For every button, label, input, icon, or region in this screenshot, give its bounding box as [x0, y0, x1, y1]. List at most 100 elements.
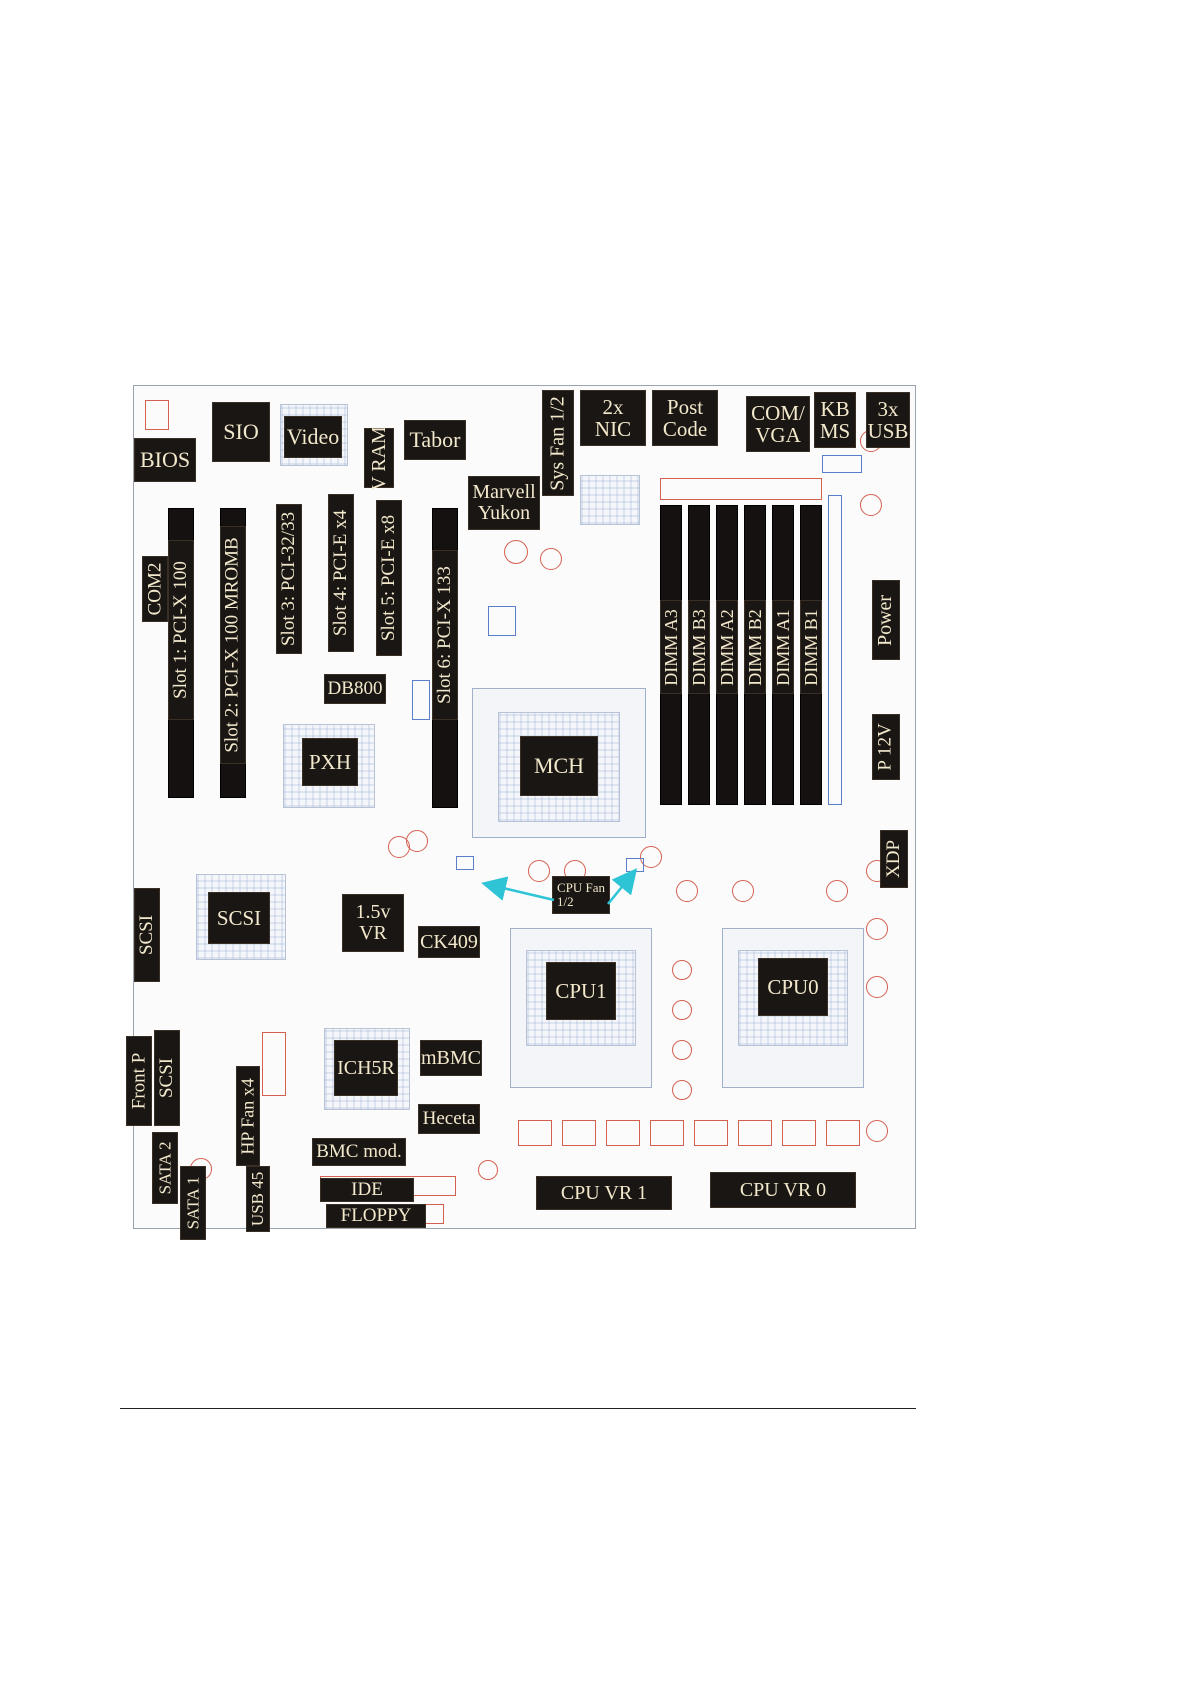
ck409-label: CK409 [418, 926, 480, 958]
jumper-block [488, 606, 516, 636]
marvell-footprint [580, 475, 640, 525]
capacitor [672, 1000, 692, 1020]
xdp-label: XDP [880, 830, 908, 888]
capacitor [540, 548, 562, 570]
cpu-fan-1-arrow [481, 876, 555, 902]
kb-ms-label-line2: MS [819, 419, 851, 443]
capacitor [676, 880, 698, 902]
cpu-vr-1-label: CPU VR 1 [536, 1176, 672, 1210]
db800-label: DB800 [324, 674, 386, 704]
capacitor [640, 846, 662, 868]
tabor-label: Tabor [404, 420, 466, 460]
marvell-label-line2: Yukon [477, 502, 531, 524]
nic-label: 2x NIC [580, 390, 646, 446]
hp-fan-label: HP Fan x4 [236, 1066, 260, 1166]
vr-1-5v-label-line2: VR [359, 922, 387, 944]
pxh-label: PXH [302, 738, 358, 786]
capacitor [504, 540, 528, 564]
capacitor [860, 494, 882, 516]
capacitor [672, 1080, 692, 1100]
slot-5-label: Slot 5: PCI-E x8 [376, 500, 402, 656]
vr-component [562, 1120, 596, 1146]
cpu0-label: CPU0 [758, 958, 828, 1016]
vr-1-5v-label-line1: 1.5v [355, 901, 391, 923]
mbmc-label: mBMC [420, 1040, 482, 1076]
header-footprint [262, 1032, 286, 1096]
page-divider-line [120, 1408, 916, 1409]
dimm-a1-label: DIMM A1 [772, 600, 794, 694]
vr-component [606, 1120, 640, 1146]
post-code-label-line1: Post [666, 394, 704, 419]
sata-2-label: SATA 2 [152, 1132, 178, 1204]
usb-3x-label: 3x USB [866, 392, 910, 448]
floppy-label: FLOPPY [326, 1204, 426, 1228]
slot-2-label: Slot 2: PCI-X 100 MROMB [220, 526, 246, 764]
usb-45-label: USB 45 [246, 1166, 270, 1232]
cpu-fan-label: CPU Fan 1/2 [552, 876, 610, 914]
power-label: Power [872, 580, 900, 660]
dimm-latch-strip [828, 495, 842, 805]
capacitor [528, 860, 550, 882]
vr-component [738, 1120, 772, 1146]
usb-3x-label-line2: USB [867, 419, 909, 443]
vr-component [650, 1120, 684, 1146]
post-code-label-line2: Code [662, 417, 708, 441]
post-code-label: Post Code [652, 390, 718, 446]
cpu-fan-header [456, 856, 474, 870]
vr-component [826, 1120, 860, 1146]
bios-label: BIOS [134, 438, 196, 482]
mch-label: MCH [520, 736, 598, 796]
header-footprint [145, 400, 169, 430]
usb-3x-label-line1: 3x [877, 396, 899, 421]
scsi-2-connector-label: SCSI [154, 1030, 180, 1126]
ich5r-label: ICH5R [334, 1040, 398, 1096]
sata-1-label: SATA 1 [180, 1166, 206, 1240]
vr-component [782, 1120, 816, 1146]
cpu-vr-0-label: CPU VR 0 [710, 1172, 856, 1208]
marvell-yukon-label: Marvell Yukon [468, 476, 540, 530]
marvell-label-line1: Marvell [472, 481, 536, 503]
vram-label: V RAM [364, 426, 394, 490]
slot-4-label: Slot 4: PCI-E x4 [328, 494, 354, 652]
cpu-fan-label-line1: CPU Fan [557, 880, 606, 896]
slot-6-label: Slot 6: PCI-X 133 [432, 550, 458, 720]
ide-label: IDE [320, 1178, 414, 1202]
capacitor [826, 880, 848, 902]
capacitor [732, 880, 754, 902]
sio-label: SIO [212, 402, 270, 462]
kb-ms-label: KB MS [814, 392, 856, 448]
heceta-label: Heceta [418, 1104, 480, 1134]
capacitor [866, 1120, 888, 1142]
capacitor [672, 1040, 692, 1060]
vr-1-5v-label: 1.5v VR [342, 894, 404, 952]
cpu-fan-2-arrow [607, 868, 638, 905]
nic-label-line1: 2x [602, 394, 624, 419]
kb-ms-label-line1: KB [820, 396, 850, 421]
dimm-a2-label: DIMM A2 [716, 600, 738, 694]
front-panel-label: Front P [126, 1036, 152, 1126]
bmc-mod-label: BMC mod. [312, 1138, 406, 1166]
ram-header [660, 478, 822, 500]
p12v-label: P 12V [872, 714, 900, 780]
slot-3-label: Slot 3: PCI-32/33 [276, 504, 302, 654]
slot-1-label: Slot 1: PCI-X 100 [168, 540, 194, 720]
sys-fan-label: Sys Fan 1/2 [542, 390, 574, 496]
capacitor [866, 918, 888, 940]
dimm-b2-label: DIMM B2 [744, 600, 766, 694]
com-vga-label: COM/ VGA [746, 396, 810, 452]
dimm-b3-label: DIMM B3 [688, 600, 710, 694]
jumper-block [822, 455, 862, 473]
capacitor [672, 960, 692, 980]
com-vga-label-line1: COM/ [751, 400, 805, 425]
cpu-fan-label-line2: 1/2 [557, 894, 574, 909]
vr-component [518, 1120, 552, 1146]
scsi-connector-label: SCSI [134, 888, 160, 982]
com2-label: COM2 [142, 556, 168, 622]
dimm-a3-label: DIMM A3 [660, 600, 682, 694]
dimm-b1-label: DIMM B1 [800, 600, 822, 694]
vr-component [694, 1120, 728, 1146]
scsi-chip-label: SCSI [208, 892, 270, 944]
capacitor [478, 1160, 498, 1180]
com-vga-label-line2: VGA [755, 423, 801, 447]
